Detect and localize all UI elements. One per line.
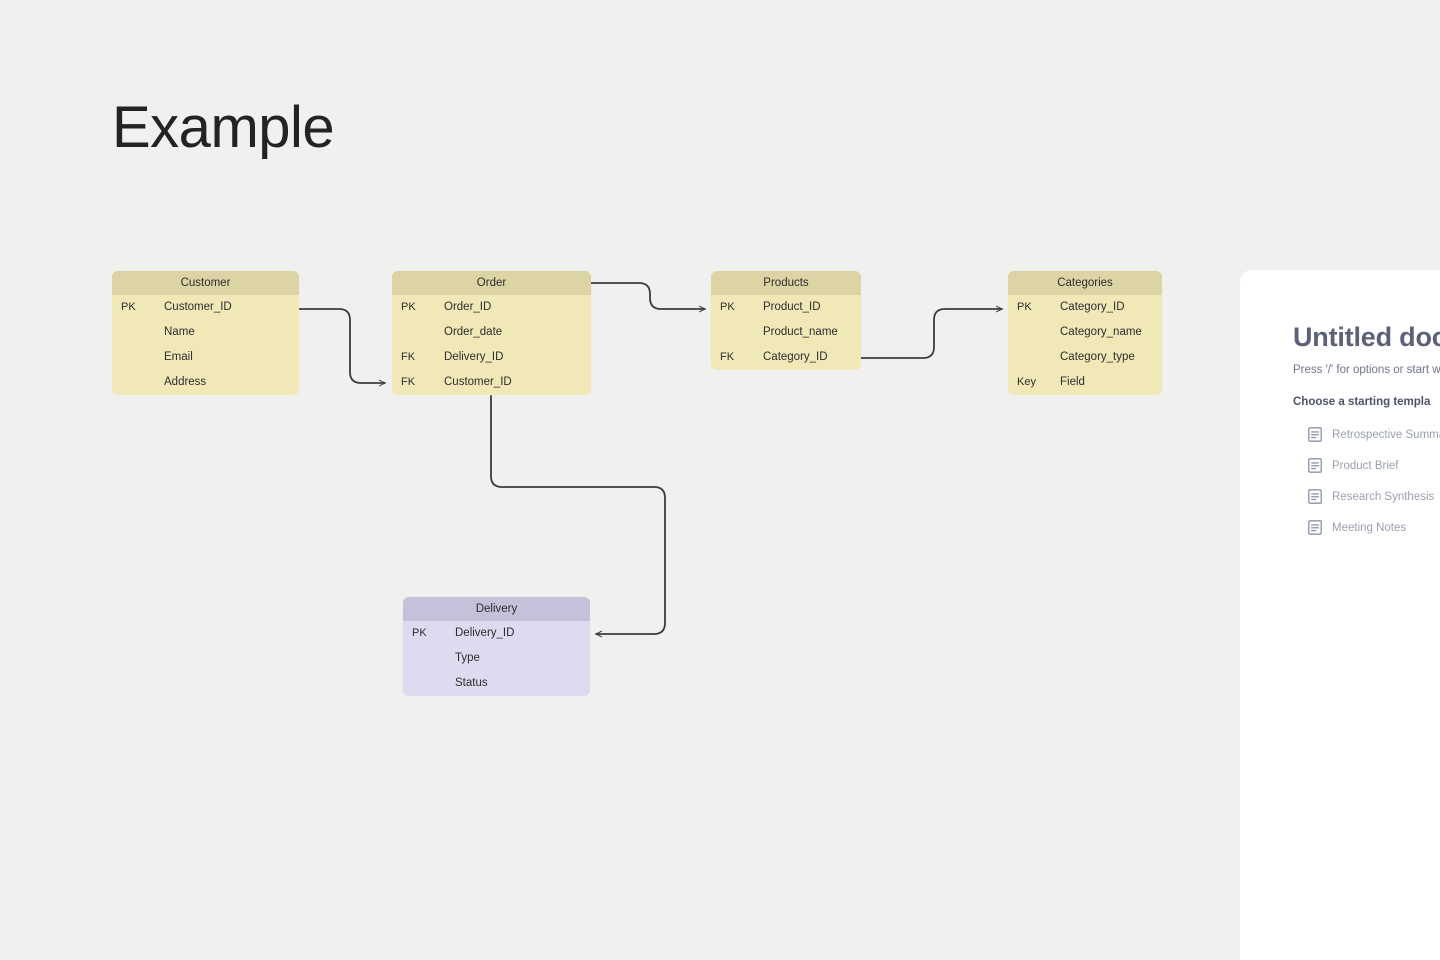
attribute-name: Order_ID [444, 301, 492, 313]
attribute-name: Category_ID [1060, 301, 1125, 313]
attribute-key: PK [412, 627, 427, 639]
attribute-name: Delivery_ID [455, 627, 515, 639]
attribute-key: FK [720, 351, 735, 363]
attribute-row[interactable]: Key Field [1008, 370, 1162, 395]
attribute-name: Order_date [444, 326, 503, 338]
attribute-name: Category_ID [763, 351, 828, 363]
attribute-name: Product_name [763, 326, 838, 338]
attribute-name: Customer_ID [164, 301, 232, 313]
attribute-name: Field [1060, 376, 1085, 388]
attribute-row[interactable]: Address [112, 370, 299, 395]
document-icon [1308, 520, 1322, 535]
entity-title-order: Order [392, 271, 591, 295]
attribute-name: Customer_ID [444, 376, 512, 388]
template-item[interactable]: Retrospective Summar [1293, 427, 1440, 442]
attribute-row[interactable]: PK Customer_ID [112, 295, 299, 320]
document-icon [1308, 489, 1322, 504]
templates-section-label: Choose a starting templa [1293, 396, 1431, 408]
attribute-name: Status [455, 677, 488, 689]
document-icon [1308, 427, 1322, 442]
attribute-row[interactable]: FK Delivery_ID [392, 345, 591, 370]
template-item[interactable]: Research Synthesis [1293, 489, 1440, 504]
attribute-row[interactable]: PK Order_ID [392, 295, 591, 320]
attribute-row[interactable]: Email [112, 345, 299, 370]
document-panel-content: Untitled doc Press '/' for options or st… [1240, 270, 1440, 535]
page-title: Example [112, 95, 335, 160]
attribute-row[interactable]: PK Delivery_ID [403, 621, 590, 646]
attribute-name: Type [455, 652, 480, 664]
attribute-key: FK [401, 351, 416, 363]
template-item[interactable]: Product Brief [1293, 458, 1440, 473]
attribute-name: Name [164, 326, 195, 338]
template-label: Retrospective Summar [1332, 428, 1440, 441]
attribute-row[interactable]: Category_name [1008, 320, 1162, 345]
document-icon [1308, 458, 1322, 473]
document-title[interactable]: Untitled doc [1293, 322, 1440, 352]
attribute-key: FK [401, 376, 416, 388]
attribute-key: Key [1017, 376, 1036, 388]
attribute-name: Category_name [1060, 326, 1142, 338]
attribute-name: Delivery_ID [444, 351, 504, 363]
relationship-products-to-categories[interactable] [860, 305, 1003, 359]
attribute-name: Address [164, 376, 207, 388]
document-placeholder-hint: Press '/' for options or start w [1293, 364, 1440, 376]
relationship-customer-to-order[interactable] [298, 308, 386, 387]
entity-title-categories: Categories [1008, 271, 1162, 295]
attribute-name: Product_ID [763, 301, 821, 313]
attribute-row[interactable]: PK Product_ID [711, 295, 861, 320]
entity-title-customer: Customer [112, 271, 299, 295]
attribute-row[interactable]: PK Category_ID [1008, 295, 1162, 320]
attribute-name: Category_type [1060, 351, 1135, 363]
template-label: Research Synthesis [1332, 490, 1435, 503]
template-label: Meeting Notes [1332, 521, 1407, 534]
attribute-row[interactable]: Name [112, 320, 299, 345]
attribute-row[interactable]: Order_date [392, 320, 591, 345]
attribute-name: Email [164, 351, 193, 363]
attribute-row[interactable]: Type [403, 646, 590, 671]
relationship-order-to-products[interactable] [590, 282, 706, 313]
entity-title-products: Products [711, 271, 861, 295]
attribute-key: PK [1017, 301, 1032, 313]
attribute-key: PK [121, 301, 136, 313]
attribute-row[interactable]: FK Category_ID [711, 345, 861, 370]
entity-title-delivery: Delivery [403, 597, 590, 621]
attribute-key: PK [720, 301, 735, 313]
relationship-order-to-delivery[interactable] [490, 395, 666, 638]
relationship-edges [298, 282, 1003, 638]
template-item[interactable]: Meeting Notes [1293, 520, 1440, 535]
document-panel[interactable]: Untitled doc Press '/' for options or st… [1240, 270, 1440, 960]
attribute-row[interactable]: FK Customer_ID [392, 370, 591, 395]
attribute-row[interactable]: Category_type [1008, 345, 1162, 370]
attribute-row[interactable]: Product_name [711, 320, 861, 345]
attribute-row[interactable]: Status [403, 671, 590, 696]
template-label: Product Brief [1332, 459, 1399, 472]
attribute-key: PK [401, 301, 416, 313]
